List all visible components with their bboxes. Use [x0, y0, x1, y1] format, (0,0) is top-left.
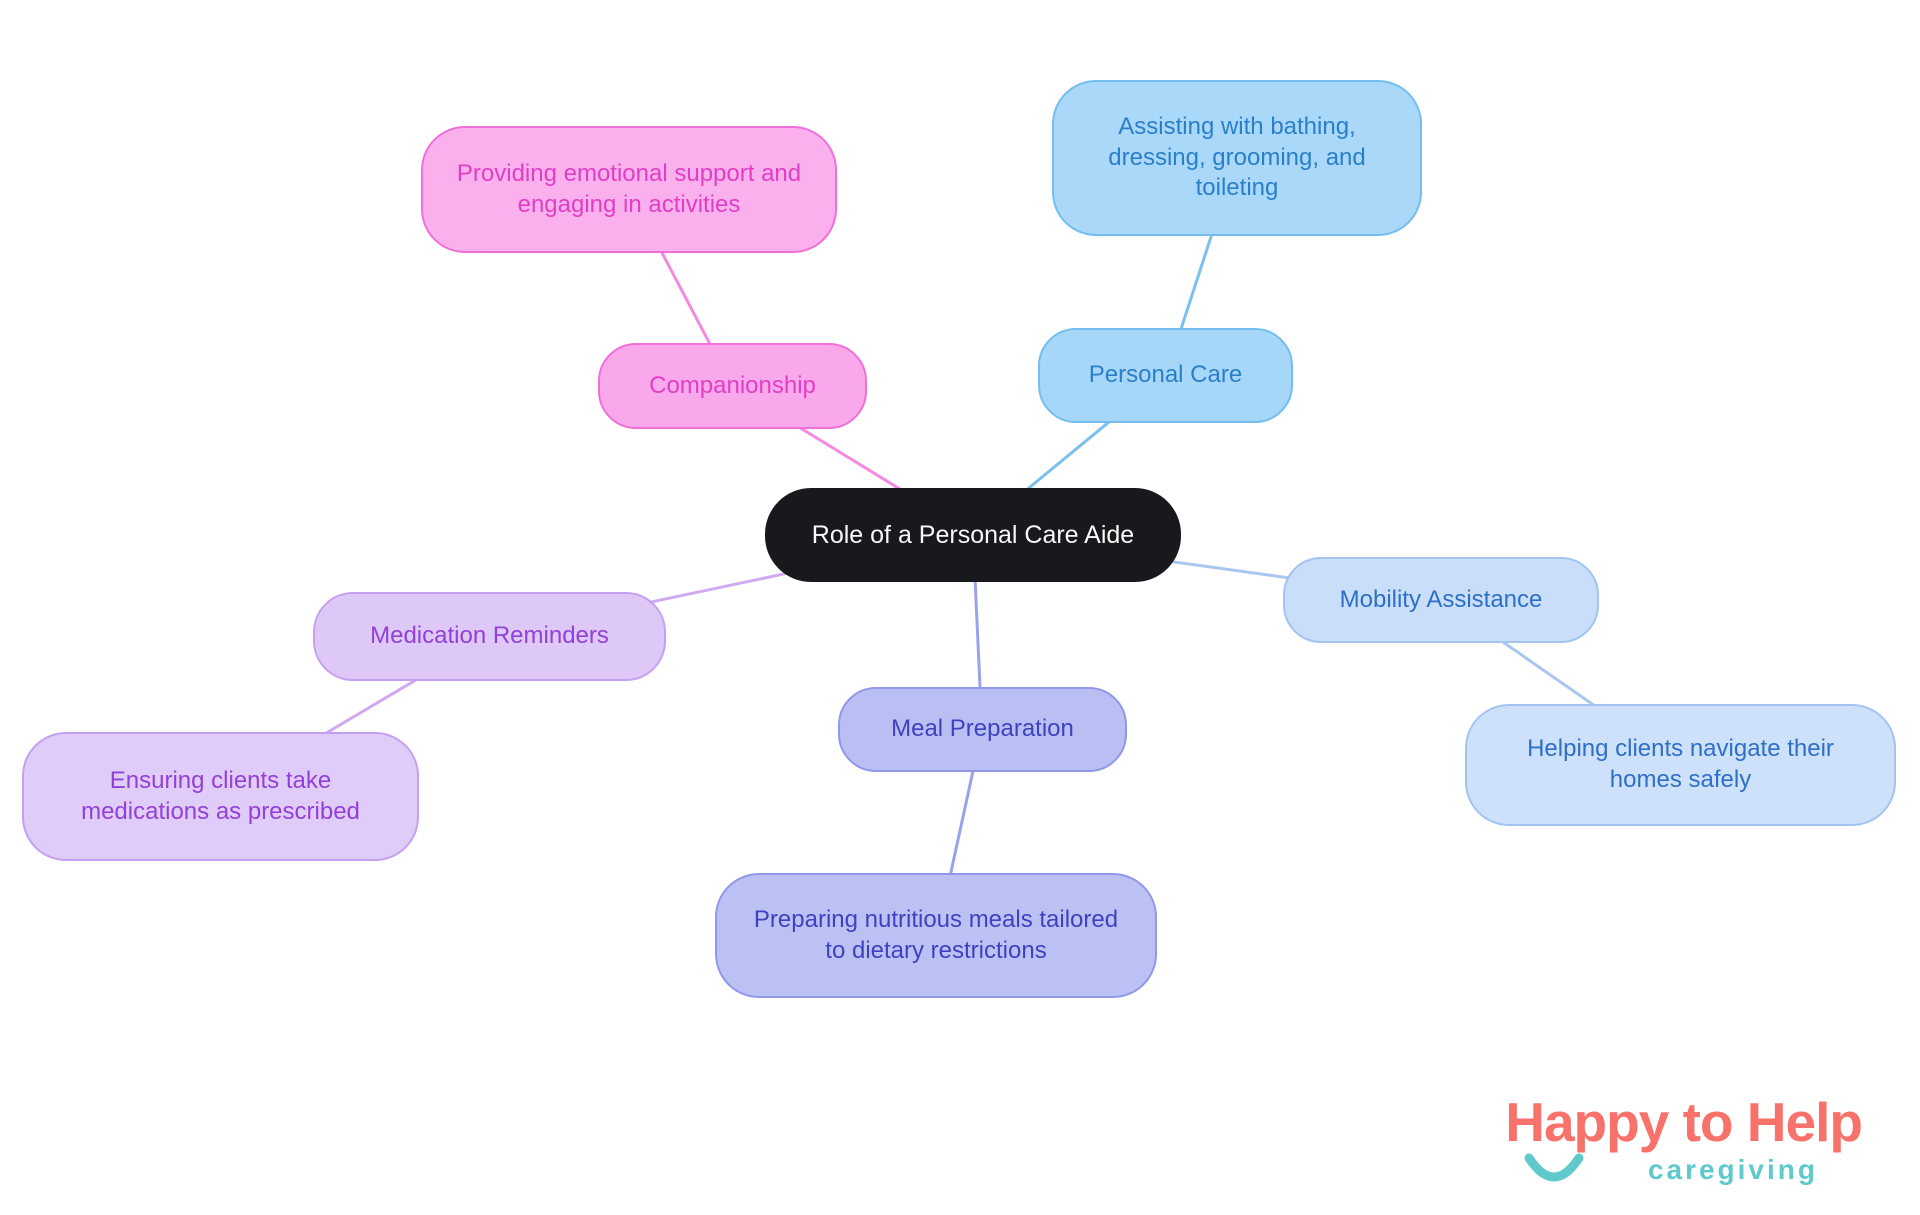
detail-node-meal-preparation: Preparing nutritious meals tailored to d…	[715, 873, 1157, 998]
branch-node-mobility-assistance: Mobility Assistance	[1283, 557, 1599, 643]
center-node-role: Role of a Personal Care Aide	[765, 488, 1181, 582]
detail-node-companionship: Providing emotional support and engaging…	[421, 126, 837, 253]
detail-node-medication-reminders: Ensuring clients take medications as pre…	[22, 732, 419, 861]
brand-wordmark: Happy to Help	[1505, 1091, 1863, 1153]
branch-node-companionship: Companionship	[598, 343, 867, 429]
brand-tagline: caregiving	[1647, 1154, 1818, 1185]
branch-node-medication-reminders: Medication Reminders	[313, 592, 666, 681]
smile-icon	[1524, 1153, 1584, 1182]
branch-node-meal-preparation: Meal Preparation	[838, 687, 1127, 772]
brand-logo: Happy to Help caregiving	[1505, 1091, 1863, 1186]
branch-node-personal-care: Personal Care	[1038, 328, 1293, 423]
detail-node-mobility-assistance: Helping clients navigate their homes saf…	[1465, 704, 1896, 826]
detail-node-personal-care: Assisting with bathing, dressing, groomi…	[1052, 80, 1422, 236]
